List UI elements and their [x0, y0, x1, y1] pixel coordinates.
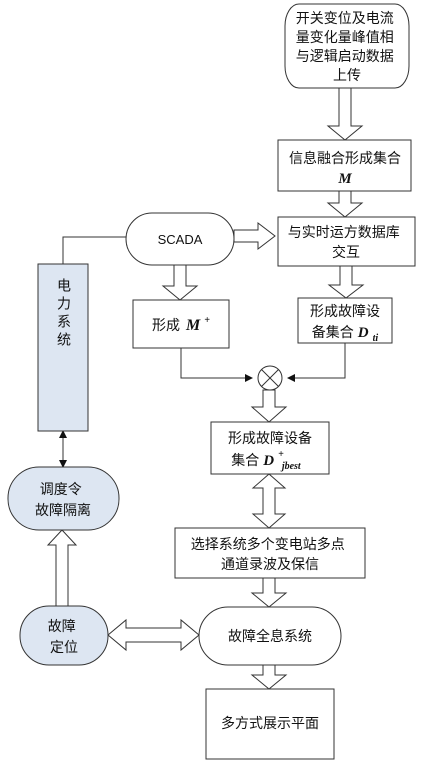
upload-line-1: 开关变位及电流 [296, 11, 394, 27]
form-m-sup: + [204, 315, 210, 326]
node-display-shape [205, 688, 335, 760]
node-select: 选择系统多个变电站多点 通道录波及保信 [174, 527, 366, 579]
upload-line-2: 量变化量峰值相 [296, 30, 394, 46]
locate-line-2: 定位 [50, 640, 78, 656]
svg-text:选择系统多个变电站多点 通道录波及保信: 选择系统多个变电站多点 通道录波及保信 [191, 536, 349, 573]
node-best-set: 形成故障设备 集合 D + jbest [210, 421, 330, 475]
best-set-prefix: 集合 [231, 452, 259, 469]
summing-junction [257, 365, 283, 391]
node-dispatch: 调度令 故障隔离 [7, 466, 120, 531]
best-set-math: D [262, 453, 274, 469]
node-scada-shape [125, 212, 235, 266]
fault-set-prefix: 备集合 [312, 324, 354, 341]
arrow-junction-to-best-set [250, 389, 288, 423]
junction-cross-b [261, 369, 279, 387]
best-set-line-1: 形成故障设备 [228, 430, 312, 447]
arrow-fusion-to-realtime [326, 190, 364, 218]
svg-text:故障 定位: 故障 定位 [48, 619, 80, 656]
node-best-set-shape [210, 421, 330, 475]
select-line-1: 选择系统多个变电站多点 [191, 536, 345, 553]
display-label: 多方式展示平面 [221, 715, 319, 732]
form-m-prefix: 形成 [152, 318, 180, 334]
line-form-m-to-junction [180, 348, 253, 382]
arrow-scada-to-realtime [233, 221, 276, 251]
node-fusion: 信息融合形成集合 M [277, 139, 412, 192]
arrow-realtime-to-fault-set [327, 265, 365, 299]
node-form-m-shape [132, 299, 230, 349]
arrow-select-to-holo [250, 577, 288, 608]
best-set-sup: + [278, 449, 284, 460]
line-fault-set-to-junction [287, 343, 346, 382]
fusion-math: M [337, 171, 352, 187]
node-fault-set: 形成故障设 备集合 D ti [297, 297, 393, 344]
arrow-holo-to-display [250, 664, 288, 690]
node-power-system: 电力系统 [37, 263, 89, 432]
arrow-best-bidirectional [251, 473, 287, 529]
node-locate: 故障 定位 [19, 605, 109, 666]
best-set-sub: jbest [280, 461, 302, 472]
node-holo-shape [198, 606, 342, 666]
node-locate-shape [19, 605, 109, 666]
select-line-2: 通道录波及保信 [221, 557, 319, 573]
node-upload: 开关变位及电流 量变化量峰值相 与逻辑启动数据 上传 [284, 3, 410, 89]
form-m-math: M [185, 317, 201, 334]
scada-label: SCADA [158, 232, 203, 247]
holo-label: 故障全息系统 [228, 628, 312, 645]
svg-text:与实时运方数据库 交互: 与实时运方数据库 交互 [288, 225, 404, 261]
realtime-line-1: 与实时运方数据库 [288, 225, 400, 241]
arrow-locate-to-dispatch [46, 529, 78, 607]
node-upload-shape [284, 3, 410, 89]
fusion-text: 信息融合形成集合 [289, 150, 401, 167]
node-holo: 故障全息系统 [198, 606, 342, 666]
connector-lines [59, 236, 346, 468]
line-scada-to-power [62, 236, 126, 264]
svg-text:备集合 D ti: 备集合 D ti [312, 324, 379, 344]
dispatch-line-1: 调度令 [40, 482, 82, 498]
svg-text:开关变位及电流 量变化量峰值相 与逻: 开关变位及电流 量变化量峰值相 与逻辑启动数据 上传 [296, 11, 398, 84]
arrow-scada-to-form-m [161, 264, 199, 301]
svg-text:集合 D + jbest: 集合 D + jbest [231, 444, 302, 472]
node-dispatch-shape [7, 466, 120, 531]
svg-text:调度令 故障隔离: 调度令 故障隔离 [35, 482, 91, 519]
node-fault-set-shape [297, 297, 393, 344]
node-power-shape [37, 263, 89, 432]
fault-set-line-1: 形成故障设 [310, 304, 380, 320]
fault-set-math: D [357, 325, 369, 341]
flow-arrows [46, 87, 365, 690]
locate-line-1: 故障 [48, 619, 76, 635]
arrow-upload-to-fusion [326, 87, 364, 141]
node-form-m: 形成 M + [132, 299, 230, 349]
node-realtime: 与实时运方数据库 交互 [277, 216, 416, 267]
node-display: 多方式展示平面 [205, 688, 335, 760]
node-select-shape [174, 527, 366, 579]
node-fusion-shape [277, 139, 412, 192]
fault-set-sub: ti [373, 333, 379, 344]
node-scada: SCADA [125, 212, 235, 266]
node-realtime-shape [277, 216, 416, 267]
svg-text:形成 M +: 形成 M + [152, 315, 210, 334]
power-text: 电力系统 [55, 278, 71, 350]
arrow-locate-holo-bidirectional [107, 618, 200, 652]
dispatch-line-2: 故障隔离 [35, 502, 91, 519]
realtime-line-2: 交互 [332, 244, 360, 261]
upload-line-4: 上传 [333, 68, 361, 84]
upload-line-3: 与逻辑启动数据 [296, 49, 394, 65]
